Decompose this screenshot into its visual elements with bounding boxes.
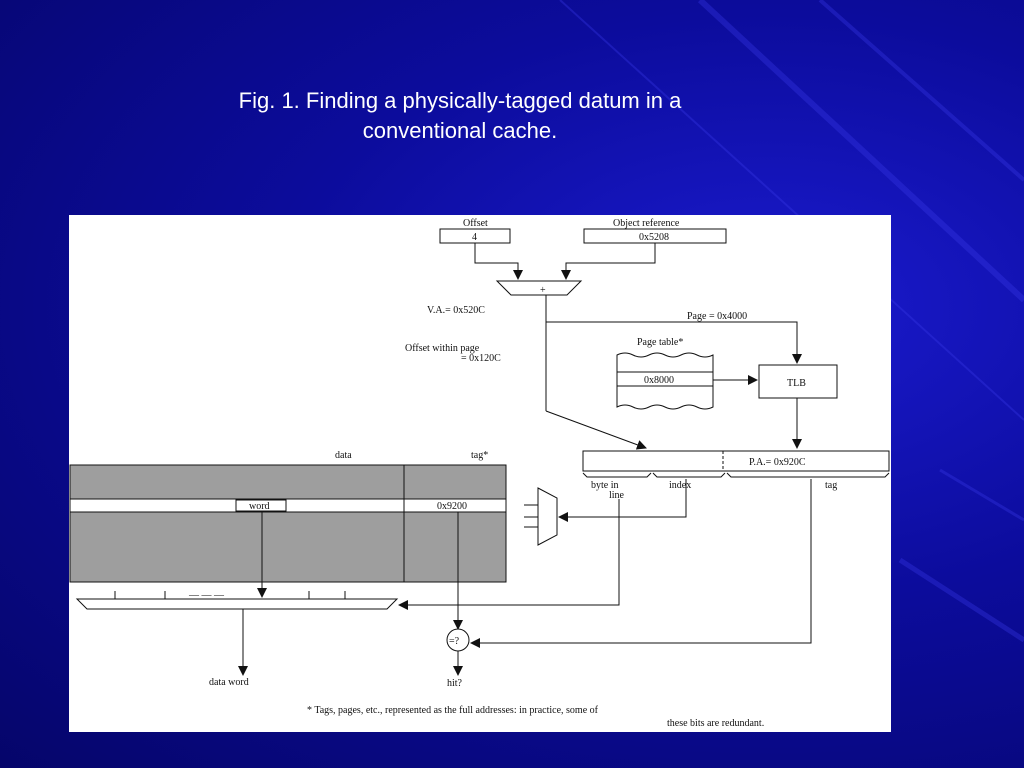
va-to-pa-line: [545, 410, 647, 450]
tag-array-lower: [403, 511, 507, 583]
ref-to-adder-line: [561, 243, 656, 280]
adder: [495, 280, 583, 296]
field-brace-tag: [726, 472, 890, 478]
object-reference-label: Object reference: [613, 218, 680, 229]
page-table: [616, 352, 714, 410]
word-selector: [75, 598, 399, 610]
slide-title: Fig. 1. Finding a physically-tagged datu…: [180, 86, 740, 146]
field-brace-byte: [582, 472, 652, 478]
object-reference-value: 0x5208: [639, 232, 669, 243]
va-label: V.A.= 0x520C: [427, 305, 485, 316]
offset-within-page-line1: Offset within page: [405, 343, 480, 354]
tag-column-label: tag*: [471, 450, 488, 461]
pa-label: P.A.= 0x920C: [749, 457, 806, 468]
index-to-mux-line: [558, 479, 687, 522]
word-box: [235, 499, 287, 512]
tlb-label: TLB: [787, 378, 806, 389]
index-mux: [537, 487, 558, 546]
word-label: word: [249, 501, 270, 512]
tag-array-upper: [403, 464, 507, 500]
field-index-label: index: [669, 480, 691, 491]
comparator-symbol: =?: [449, 636, 460, 647]
field-byte-line2: line: [609, 490, 625, 501]
field-byte-line1: byte in: [591, 480, 619, 491]
byte-to-datamux-line: [398, 499, 620, 610]
data-array-upper: [69, 464, 405, 500]
offset-label: Offset: [463, 218, 488, 229]
page-label: Page = 0x4000: [687, 311, 747, 322]
offset-within-page-line2: = 0x120C: [461, 353, 501, 364]
title-line-1: Fig. 1. Finding a physically-tagged datu…: [238, 88, 682, 113]
cache-diagram: Offset Object reference 4 0x5208 + V.A.=…: [69, 218, 890, 729]
footnote-line1: * Tags, pages, etc., represented as the …: [307, 705, 599, 716]
adder-symbol: +: [540, 285, 546, 296]
tag-entry: 0x9200: [437, 501, 467, 512]
data-array-lower: [69, 511, 405, 583]
tlb-box: [758, 364, 838, 399]
selector-dashes: — — —: [188, 590, 225, 601]
page-table-entry: 0x8000: [644, 375, 674, 386]
data-word-label: data word: [209, 677, 249, 688]
hit-label: hit?: [447, 678, 463, 689]
data-column-label: data: [335, 450, 352, 461]
footnote-line2: these bits are redundant.: [667, 718, 764, 729]
title-line-2: conventional cache.: [362, 118, 558, 143]
page-to-tlb-line: [546, 321, 802, 364]
pa-register: [582, 450, 890, 472]
field-tag-label: tag: [825, 480, 837, 491]
offset-to-adder-line: [474, 243, 523, 280]
cache-diagram-figure: Offset Object reference 4 0x5208 + V.A.=…: [69, 215, 891, 732]
field-brace-index: [652, 472, 726, 478]
page-table-label: Page table*: [637, 337, 683, 348]
pa-tag-to-comparator-line: [470, 479, 812, 648]
offset-value: 4: [472, 232, 477, 243]
